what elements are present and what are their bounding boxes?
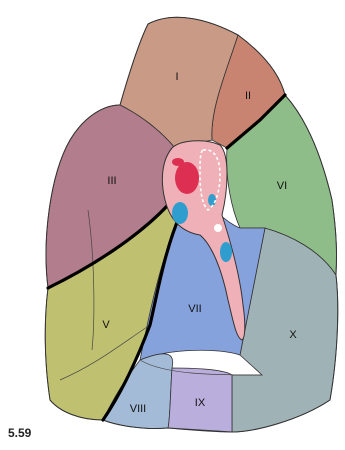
vein-icon <box>172 202 188 224</box>
segment-label-v: V <box>102 319 110 331</box>
segment-label-x: X <box>289 329 297 341</box>
vein-icon <box>208 194 216 206</box>
segment-label-vii: VII <box>188 303 201 315</box>
segment-label-ii: II <box>245 90 251 102</box>
segment-label-iii: III <box>107 175 116 187</box>
segment-label-vi: VI <box>277 180 287 192</box>
segment-label-viii: VIII <box>130 403 147 415</box>
segment-label-ix: IX <box>195 397 206 409</box>
segment-label-i: I <box>175 71 178 83</box>
artery-icon <box>175 162 199 194</box>
artery-icon <box>172 158 184 166</box>
vein-icon <box>220 242 232 262</box>
figure-number: 5.59 <box>8 426 31 440</box>
bronchus-icon <box>214 224 222 232</box>
